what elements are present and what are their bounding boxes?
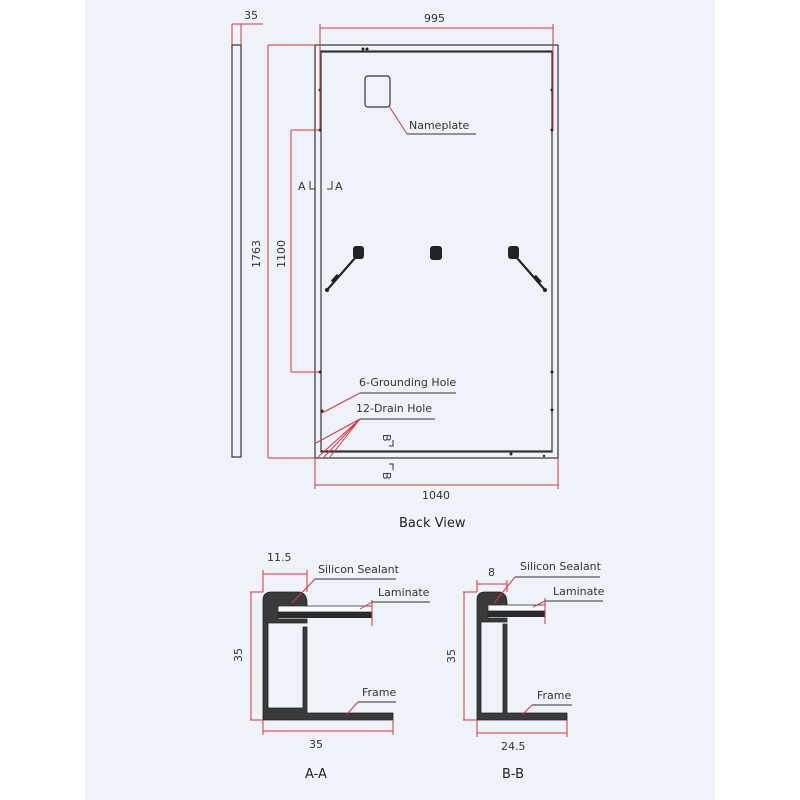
side-view: 35 (231, 9, 263, 458)
bb-laminate-label: Laminate (553, 585, 605, 598)
junction-box-right (508, 246, 547, 292)
bb-width: 24.5 (501, 740, 526, 753)
bb-frame-label: Frame (537, 689, 572, 702)
laminate-bb (487, 604, 546, 612)
laminate-aa (277, 605, 373, 613)
nameplate-outline (364, 75, 391, 108)
dim-frame-thickness: 35 (244, 9, 258, 22)
grounding-hole-label: 6-Grounding Hole (359, 376, 456, 389)
aa-laminate-label: Laminate (378, 586, 430, 599)
junction-box-left (325, 246, 364, 292)
section-b-marker-bottom: B (380, 472, 393, 480)
junction-box-center (430, 246, 442, 260)
bb-height: 35 (445, 649, 458, 663)
aa-title: A-A (305, 767, 327, 782)
bb-sealant-label: Silicon Sealant (520, 560, 602, 573)
drain-hole-label: 12-Drain Hole (356, 402, 432, 415)
dim-inner-width: 995 (424, 12, 445, 25)
dim-mount-spacing: 1100 (275, 240, 288, 268)
bb-lip-width: 8 (488, 566, 495, 579)
aa-frame-label: Frame (362, 686, 397, 699)
aa-lip-width: 11.5 (267, 551, 292, 564)
aa-width: 35 (309, 738, 323, 751)
back-view-title: Back View (399, 516, 466, 531)
section-b-marker-top: B (380, 434, 393, 442)
aa-sealant-label: Silicon Sealant (318, 563, 400, 576)
aa-height: 35 (232, 648, 245, 662)
drawing-sheet (85, 0, 715, 800)
section-aa: 11.5 35 35 Silicon Sealant Laminate Fram… (232, 551, 430, 782)
dim-height: 1763 (250, 240, 263, 268)
section-bb: 8 35 24.5 Silicon Sealant Laminate Frame… (445, 560, 605, 782)
back-view-panel: 995 1763 1100 1040 Nameplate A A (250, 12, 559, 531)
section-a-marker-left: A (298, 180, 306, 193)
nameplate-label: Nameplate (409, 119, 470, 132)
section-a-marker-right: A (335, 180, 343, 193)
bb-title: B-B (502, 767, 524, 782)
dim-width: 1040 (422, 489, 450, 502)
